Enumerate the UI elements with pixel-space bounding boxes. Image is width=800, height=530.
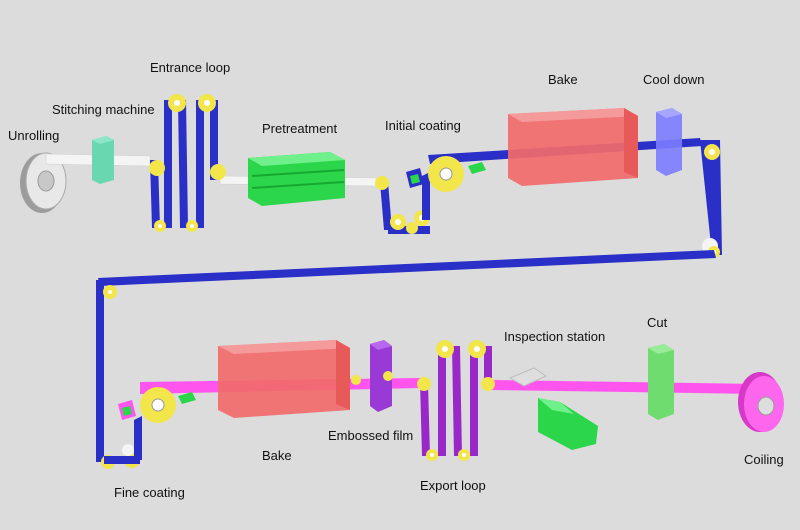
label-coiling: Coiling: [744, 452, 784, 467]
inspection-station-unit: [508, 367, 598, 450]
label-cut: Cut: [647, 315, 668, 330]
label-stitching-machine: Stitching machine: [52, 102, 155, 117]
label-bake-top: Bake: [548, 72, 578, 87]
entrance-loop-strips: [150, 100, 218, 228]
top-oven: [508, 108, 638, 186]
pretreatment-exit-loop: [375, 176, 430, 234]
label-export-loop: Export loop: [420, 478, 486, 493]
label-cool-down: Cool down: [643, 72, 705, 87]
entrance-loop-rollers: [149, 94, 226, 232]
coiling-coil: [738, 372, 784, 432]
label-unrolling: Unrolling: [8, 128, 60, 143]
export-loop-rollers: [417, 340, 495, 461]
stitching-machine-box: [92, 136, 114, 184]
export-loop-strips: [420, 346, 760, 456]
unrolling-coil: [20, 152, 67, 213]
label-embossed-film: Embossed film: [328, 428, 414, 443]
label-fine-coating: Fine coating: [114, 485, 185, 500]
label-inspection-station: Inspection station: [504, 329, 606, 344]
label-initial-coating: Initial coating: [385, 118, 461, 133]
label-bake-bottom: Bake: [262, 448, 292, 463]
crossover-strip: [98, 250, 716, 286]
upper-right-riser: [700, 140, 722, 258]
embossing-unit: [351, 340, 393, 412]
bottom-oven: [218, 340, 350, 418]
cooler-unit: [656, 108, 682, 176]
left-descending-strip: [96, 280, 104, 462]
cut-unit: [648, 344, 674, 420]
label-entrance-loop: Entrance loop: [150, 60, 231, 75]
label-pretreatment: Pretreatment: [262, 121, 338, 136]
pretreatment-tank: [248, 152, 345, 206]
